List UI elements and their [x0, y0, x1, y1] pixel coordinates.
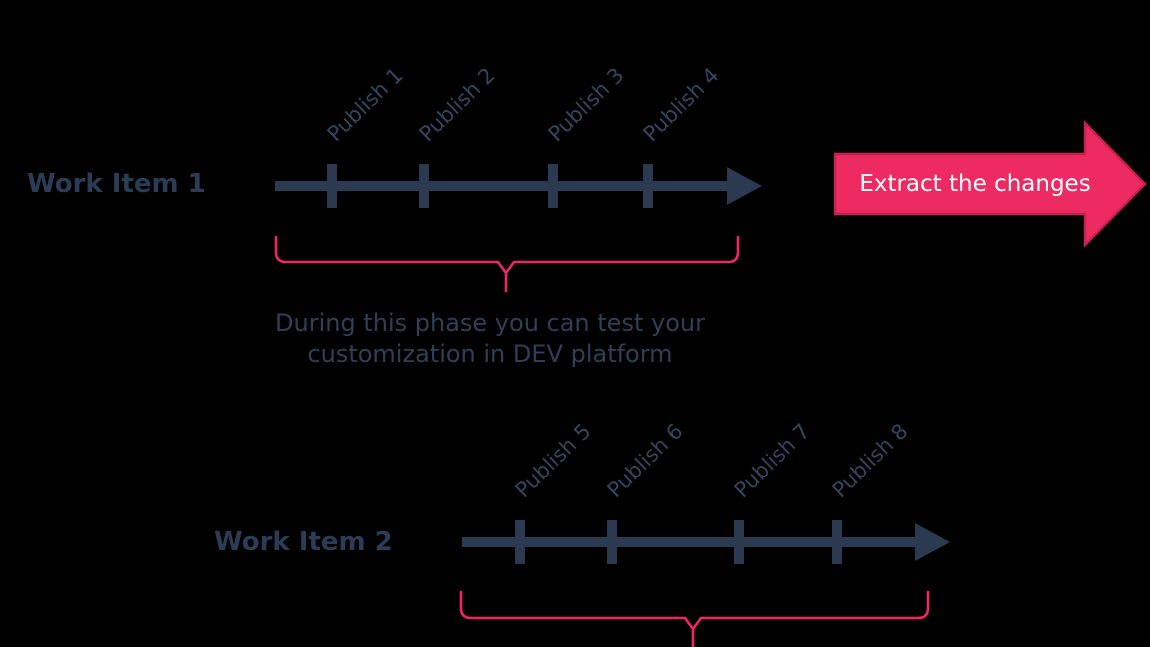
work-item-2-label: Work Item 2	[214, 527, 393, 557]
extract-changes-label: Extract the changes	[859, 171, 1091, 197]
brace-timeline2	[459, 590, 930, 647]
dev-test-note: During this phase you can test your cust…	[240, 308, 740, 370]
extract-arrow-shape	[833, 119, 1147, 249]
dev-test-note-line2: customization in DEV platform	[307, 340, 673, 368]
timeline2-arrowhead-icon	[915, 523, 950, 561]
timeline2-axis-group	[462, 520, 950, 564]
timeline1-arrowhead-icon	[727, 167, 762, 205]
brace-timeline1	[274, 235, 740, 293]
dev-test-note-line1: During this phase you can test your	[275, 309, 705, 337]
timeline1-axis-group	[275, 164, 762, 208]
work-item-1-label: Work Item 1	[27, 169, 206, 199]
